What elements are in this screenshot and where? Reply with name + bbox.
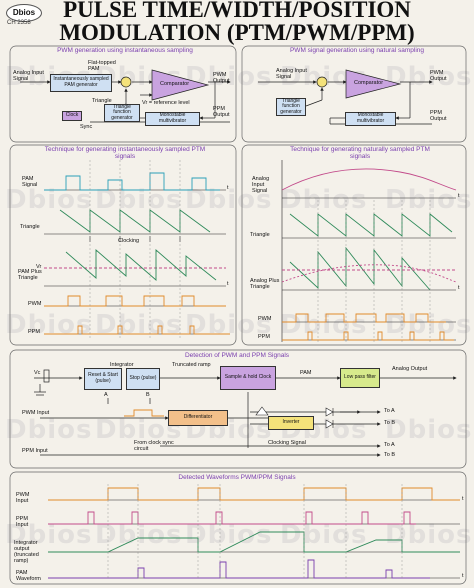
- to-b-label: To B: [384, 452, 396, 458]
- section-title-detection: Detection of PWM and PPM Signals: [184, 352, 290, 359]
- ppm-wave-label-right: PPM: [258, 334, 270, 340]
- clocking-signal-label: Clocking Signal: [268, 440, 306, 446]
- ppm-input-label: PPM Input: [22, 448, 48, 454]
- analog-input-label: Analog Input Signal: [13, 70, 44, 82]
- comparator-right: [345, 69, 402, 99]
- ppm-output-label: PPM Output: [213, 106, 230, 118]
- analog-wave-label: Analog Input Signal: [252, 176, 270, 194]
- clocking-label: Clocking: [118, 238, 140, 244]
- time-axis-label: t: [458, 193, 460, 199]
- vc-label: Vc: [34, 370, 41, 376]
- pam-label: PAM: [300, 370, 312, 376]
- inverter-block: Inverter: [268, 416, 314, 430]
- page-title-line1: PULSE TIME/WIDTH/POSITION: [63, 0, 411, 22]
- integrator-output-label: Integrator output (truncated ramp): [14, 540, 39, 564]
- frame-detected: [9, 471, 467, 585]
- frame-ptm-natural: [241, 144, 467, 346]
- triangle-label: Triangle: [92, 98, 112, 104]
- from-clock-label: From clock sync circuit: [134, 440, 174, 452]
- point-b-label: B: [146, 392, 150, 398]
- detected-waveforms: [48, 484, 460, 580]
- section-frames: [9, 45, 467, 585]
- triangle-wave-label: Triangle: [20, 224, 40, 230]
- triangle-generator-block-right: Triangle function generator: [276, 98, 306, 116]
- ppm-wave-label: PPM: [28, 329, 40, 335]
- summer-left: [120, 76, 132, 88]
- analog-output-label: Analog Output: [392, 366, 428, 372]
- chart-code: CH 2358: [7, 20, 31, 26]
- page-title-line2: MODULATION (PTM/PWM/PPM): [59, 20, 415, 45]
- pwm-output-label-right: PWM Output: [430, 70, 447, 82]
- brand-logo: Dbios: [6, 4, 42, 22]
- summer-right: [316, 76, 328, 88]
- section-title-pwm-instant: PWM generation using instantaneous sampl…: [57, 47, 193, 54]
- section-title-ptm-natural: Technique for generating naturally sampl…: [290, 146, 430, 160]
- point-a-label: A: [104, 392, 108, 398]
- comparator-label: Comparator: [160, 81, 190, 87]
- triangle-wave-label-right: Triangle: [250, 232, 270, 238]
- time-axis-label: t: [227, 281, 229, 287]
- time-axis-label: t: [227, 185, 229, 191]
- to-a-label: To A: [384, 442, 395, 448]
- frame-ptm-instant: [9, 144, 237, 346]
- diodes: [255, 406, 334, 429]
- monostable-block-left: Monostable multivibrator: [145, 112, 200, 126]
- frame-pwm-natural: [241, 45, 467, 143]
- differentiator-block: Differentiator: [168, 410, 228, 426]
- sync-label: Sync: [80, 124, 93, 130]
- pwm-input-pulse: [124, 409, 164, 417]
- pwm-output-label: PWM Output: [213, 72, 230, 84]
- sample-hold-block: Sample & hold Clock: [220, 366, 276, 390]
- flat-topped-label: Flat-topped PAM: [88, 60, 116, 72]
- vr-label: Vr: [36, 264, 42, 270]
- section-title-ptm-instant: Technique for generating instantaneously…: [44, 146, 206, 160]
- vr-reference-label: Vr = reference level: [142, 100, 190, 106]
- left-waveforms: [44, 160, 230, 338]
- reset-start-block: Reset & Start (pulse): [84, 368, 122, 390]
- ppm-output-label-right: PPM Output: [430, 110, 447, 122]
- detected-pwm-input-label: PWM Input: [16, 492, 30, 504]
- to-a-label: To A: [384, 408, 395, 414]
- to-b-label: To B: [384, 420, 396, 426]
- clock-block: Clock: [62, 111, 82, 121]
- section-title-detected: Detected Waveforms PWM/PPM Signals: [178, 474, 296, 481]
- comparator-label-right: Comparator: [354, 80, 384, 86]
- detected-ppm-input-label: PPM Input: [16, 516, 29, 528]
- time-axis-label: t: [458, 285, 460, 291]
- triangle-generator-block: Triangle function generator: [104, 104, 140, 122]
- pwm-input-label: PWM Input: [22, 410, 50, 416]
- pwm-wave-label-right: PWM: [258, 316, 272, 322]
- analog-plus-triangle-label: Analog Plus Triangle: [250, 278, 280, 290]
- pam-waveform-label: PAM Waveform: [16, 570, 41, 582]
- low-pass-filter-block: Low pass filter: [340, 368, 380, 388]
- sampler-block: Instantaneously sampled PAM generator: [50, 74, 112, 92]
- time-axis-label: t: [462, 573, 464, 579]
- detection-wires: [34, 369, 457, 457]
- pwm-wave-label: PWM: [28, 301, 42, 307]
- pam-plus-triangle-label: PAM Plus Triangle: [18, 269, 42, 281]
- integrator-label: Integrator: [110, 362, 134, 368]
- analog-input-label-right: Analog Input Signal: [276, 68, 307, 80]
- monostable-block-right: Monostable multivibrator: [345, 112, 396, 126]
- comparator-left: [151, 69, 210, 101]
- frame-pwm-instant: [9, 45, 237, 143]
- section-title-pwm-natural: PWM signal generation using natural samp…: [289, 47, 425, 54]
- truncated-ramp-label: Truncated ramp: [172, 362, 211, 368]
- frame-detection: [9, 349, 467, 469]
- stop-block: Stop (pulse): [126, 368, 160, 390]
- pam-signal-label: PAM Signal: [22, 176, 38, 188]
- time-axis-label: t: [462, 496, 464, 502]
- right-waveforms: [281, 160, 457, 342]
